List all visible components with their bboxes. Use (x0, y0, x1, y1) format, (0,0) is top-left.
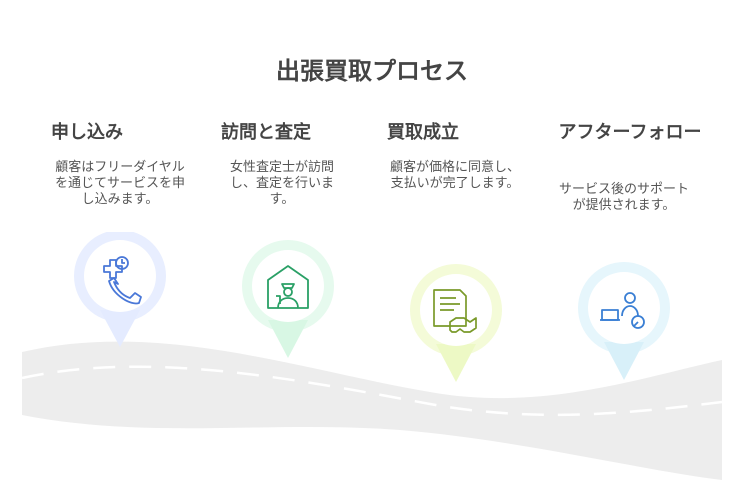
contract-handshake-icon (433, 289, 477, 333)
support-person-icon (600, 292, 645, 329)
inspector-house-icon (267, 265, 309, 309)
step-title-visit: 訪問と査定 (221, 122, 311, 143)
step-desc-deal: 顧客が価格に同意し、支払いが完了します。 (389, 160, 520, 191)
step-title-followup: アフターフォロー (558, 122, 702, 143)
page-title: 出張買取プロセス (276, 57, 468, 85)
pin-followup (574, 262, 674, 382)
step-desc-followup: サービス後のサポートが提供されます。 (558, 182, 689, 213)
pin-apply (70, 232, 170, 352)
step-title-apply: 申し込み (51, 122, 123, 143)
pin-visit (238, 240, 338, 360)
phone-medical-icon (103, 256, 142, 305)
step-title-deal: 買取成立 (387, 122, 459, 143)
pin-deal (406, 264, 506, 384)
step-desc-visit: 女性査定士が訪問し、査定を行います。 (229, 160, 334, 207)
step-desc-apply: 顧客はフリーダイヤルを通じてサービスを申し込みます。 (54, 160, 185, 207)
